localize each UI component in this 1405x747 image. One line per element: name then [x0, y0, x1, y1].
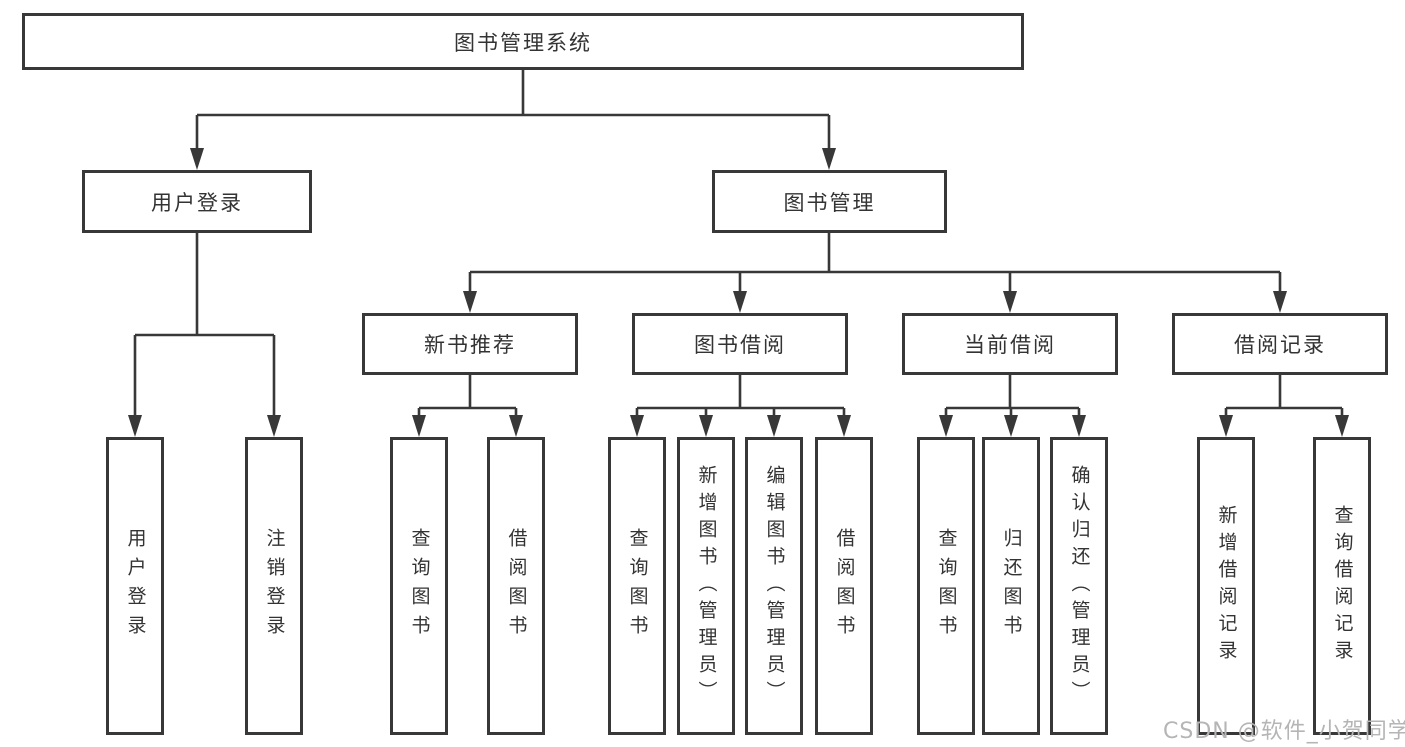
leaf-label: 新增图书（管理员） [695, 464, 718, 708]
arrowhead-icon [267, 415, 281, 437]
leaf-label: 注销登录 [263, 528, 286, 644]
arrowhead-icon [733, 291, 747, 313]
leaf-logout: 注销登录 [245, 437, 303, 735]
node-book-borrow: 图书借阅 [632, 313, 848, 375]
arrowhead-icon [837, 415, 851, 437]
arrowhead-icon [1335, 415, 1349, 437]
node-label: 用户登录 [151, 190, 243, 215]
connector-root-to-level2 [195, 70, 831, 149]
arrowhead-icon [128, 415, 142, 437]
arrowhead-icon [767, 415, 781, 437]
leaf-label: 查询图书 [408, 528, 431, 644]
leaf-label: 查询借阅记录 [1331, 505, 1354, 667]
connector-bookmgmt-to-level3 [468, 233, 1282, 292]
leaf-query-books-newbooks: 查询图书 [390, 437, 448, 735]
leaf-label: 确认归还（管理员） [1068, 464, 1091, 708]
leaf-label: 借阅图书 [833, 528, 856, 644]
leaf-query-books-current: 查询图书 [917, 437, 975, 735]
connector-newbooks-to-leaves [417, 375, 518, 416]
arrowhead-icon [1004, 415, 1018, 437]
arrowhead-icon [190, 148, 204, 170]
arrowhead-icon [463, 291, 477, 313]
node-current-borrow: 当前借阅 [902, 313, 1118, 375]
leaf-edit-books-admin: 编辑图书（管理员） [745, 437, 803, 735]
node-label: 图书借阅 [694, 333, 786, 357]
leaf-confirm-return-admin: 确认归还（管理员） [1050, 437, 1108, 735]
connector-currentborrow-to-leaves [944, 375, 1081, 416]
node-book-management: 图书管理 [712, 170, 947, 233]
arrowhead-icon [509, 415, 523, 437]
node-label: 当前借阅 [964, 333, 1056, 357]
arrowhead-icon [412, 415, 426, 437]
node-label: 图书管理 [783, 190, 876, 215]
connector-bookborrow-to-leaves [635, 375, 846, 416]
node-user-login: 用户登录 [82, 170, 312, 233]
leaf-query-borrow-record: 查询借阅记录 [1313, 437, 1371, 735]
node-library-management-system: 图书管理系统 [22, 13, 1024, 70]
arrowhead-icon [1003, 291, 1017, 313]
node-label: 新书推荐 [424, 333, 516, 357]
leaf-label: 查询图书 [935, 528, 958, 644]
connector-userlogin-to-leaves [133, 233, 276, 416]
leaf-add-books-admin: 新增图书（管理员） [677, 437, 735, 735]
leaf-label: 借阅图书 [505, 528, 528, 644]
arrowhead-icon [630, 415, 644, 437]
leaf-borrow-books: 借阅图书 [815, 437, 873, 735]
leaf-borrow-books-newbooks: 借阅图书 [487, 437, 545, 735]
connector-borrowrecords-to-leaves [1224, 375, 1344, 416]
leaf-label: 归还图书 [1000, 528, 1023, 644]
arrowhead-icon [939, 415, 953, 437]
leaf-user-login: 用户登录 [106, 437, 164, 735]
arrowhead-icon [1219, 415, 1233, 437]
node-borrow-records: 借阅记录 [1172, 313, 1388, 375]
arrowhead-icon [1273, 291, 1287, 313]
arrowhead-icon [699, 415, 713, 437]
leaf-label: 新增借阅记录 [1215, 505, 1238, 667]
leaf-label: 编辑图书（管理员） [763, 464, 786, 708]
leaf-label: 用户登录 [124, 528, 147, 644]
leaf-return-books: 归还图书 [982, 437, 1040, 735]
node-label: 借阅记录 [1234, 333, 1326, 357]
node-label: 图书管理系统 [454, 30, 592, 55]
arrowhead-icon [1072, 415, 1086, 437]
leaf-add-borrow-record: 新增借阅记录 [1197, 437, 1255, 735]
leaf-query-books-borrow: 查询图书 [608, 437, 666, 735]
leaf-label: 查询图书 [626, 528, 649, 644]
node-new-book-recommend: 新书推荐 [362, 313, 578, 375]
arrowhead-icon [822, 148, 836, 170]
